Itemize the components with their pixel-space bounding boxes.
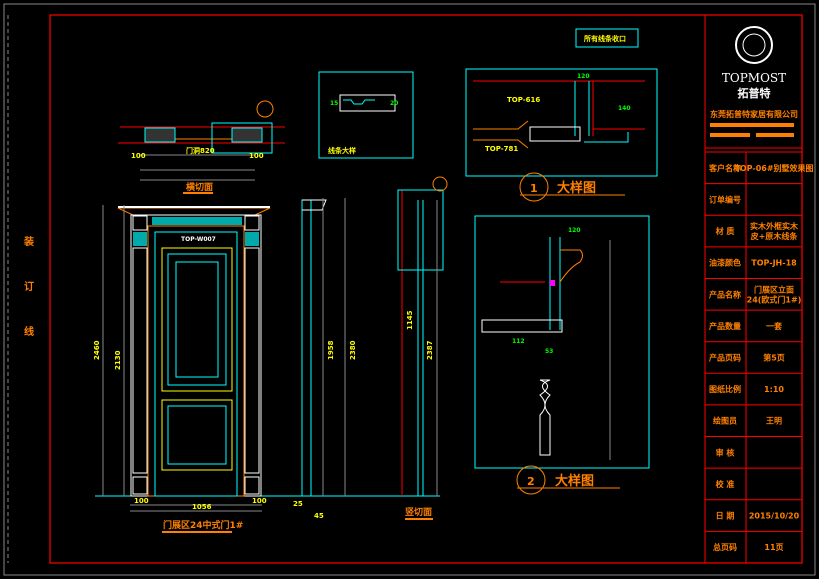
title-block-label: 审 核	[716, 447, 735, 457]
dim: 120	[568, 227, 581, 234]
dim: 140	[618, 105, 631, 112]
title-block-label: 日 期	[716, 511, 735, 521]
title-block: TOPMOST 拓普特 东莞拓普特家居有限公司 客户名称TOP-06#别墅效果图…	[704, 15, 814, 563]
title-block-value: 一套	[766, 321, 783, 331]
dim-height-total: 2460	[93, 340, 101, 360]
title-block-label: 校 准	[716, 479, 735, 489]
molding-detail: 15 20 线条大样	[318, 71, 414, 159]
dim: 25	[293, 500, 303, 508]
title-molding-detail: 线条大样	[328, 146, 356, 155]
title-block-label: 材 质	[716, 226, 735, 236]
title-block-value: 24(欧式门1#)	[747, 294, 802, 304]
binding-char: 线	[24, 325, 34, 338]
title-detail-1: 大样图	[557, 180, 596, 196]
detail-1-number: 1	[530, 182, 538, 195]
title-block-label: 总页码	[713, 542, 737, 552]
company-name: 东莞拓普特家居有限公司	[710, 109, 798, 119]
title-vertical-section: 竖切面	[405, 506, 432, 518]
logo-emblem-inner	[742, 33, 766, 57]
dim-door-opening: 门洞820	[186, 146, 215, 155]
sheet-outer-frame	[3, 3, 816, 576]
dim-side: 100	[252, 497, 267, 505]
logo-brand-cn: 拓普特	[738, 86, 771, 100]
dim: 112	[512, 338, 525, 345]
title-block-value: 2015/10/20	[749, 512, 800, 521]
callout-door-model: TOP-W007	[181, 236, 216, 243]
dim-side: 100	[249, 152, 264, 160]
title-block-value: TOP-06#别墅效果图	[734, 163, 813, 173]
dim-height-inner: 2130	[114, 350, 122, 370]
horizontal-section: 门洞820 100 100 横切面	[118, 100, 285, 194]
binding-char: 装	[23, 235, 34, 248]
title-block-label: 绘图员	[713, 416, 737, 426]
note-box	[575, 28, 639, 48]
logo-emblem-icon	[735, 26, 773, 64]
door-elevation: TOP-W007 2460 2130 1056 100 100 门展区24中式门…	[93, 205, 440, 533]
title-block-value: 王明	[766, 417, 782, 426]
title-block-value: 实木外框实木	[750, 221, 799, 231]
title-block-value: 门展区立面	[754, 284, 794, 294]
title-block-value: 皮+原木线条	[750, 231, 799, 241]
title-block-value: 第5页	[763, 353, 785, 363]
title-block-label: 产品名称	[709, 289, 741, 299]
title-horizontal-section: 横切面	[186, 181, 213, 193]
dim-width-total: 1056	[192, 503, 212, 511]
title-block-label: 客户名称	[708, 163, 741, 173]
title-block-value: 1:10	[764, 385, 784, 394]
drawing-border	[49, 14, 803, 564]
detail-2: 120 112 53 2 大样图	[474, 215, 650, 495]
binding-char: 订	[24, 280, 34, 293]
dim: 45	[314, 512, 324, 520]
dim: 1958	[327, 340, 335, 360]
dim: 53	[545, 348, 553, 355]
dim: 2387	[426, 340, 434, 360]
dim: 120	[577, 73, 590, 80]
callout-part-a: TOP-616	[507, 96, 540, 104]
dim: 1145	[406, 310, 414, 330]
title-block-label: 产品数量	[709, 321, 741, 331]
title-block-value: 11页	[764, 543, 783, 552]
title-detail-2: 大样图	[555, 473, 594, 489]
title-block-label: 油漆颜色	[709, 258, 741, 268]
logo-brand: TOPMOST	[722, 71, 786, 85]
title-block-label: 图纸比例	[709, 384, 741, 394]
detail-2-number: 2	[527, 475, 535, 488]
dim-side: 100	[131, 152, 146, 160]
title-block-label: 订单编号	[709, 194, 741, 204]
note-all-molding: 所有线条收口	[584, 34, 626, 43]
vertical-section: 2387 1145 竖切面	[397, 176, 448, 520]
side-profile: 1958 2380 25 45	[293, 198, 357, 520]
svg-text:20: 20	[390, 100, 398, 107]
title-block-value: TOP-JH-18	[751, 259, 797, 268]
detail-1: TOP-616 TOP-781 120 140 1 大样图	[465, 68, 658, 202]
callout-part-b: TOP-781	[485, 145, 518, 153]
svg-text:15: 15	[330, 100, 338, 107]
dim: 2380	[349, 340, 357, 360]
title-block-label: 产品页码	[709, 353, 741, 363]
dim-side: 100	[134, 497, 149, 505]
title-elevation: 门展区24中式门1#	[163, 519, 243, 531]
